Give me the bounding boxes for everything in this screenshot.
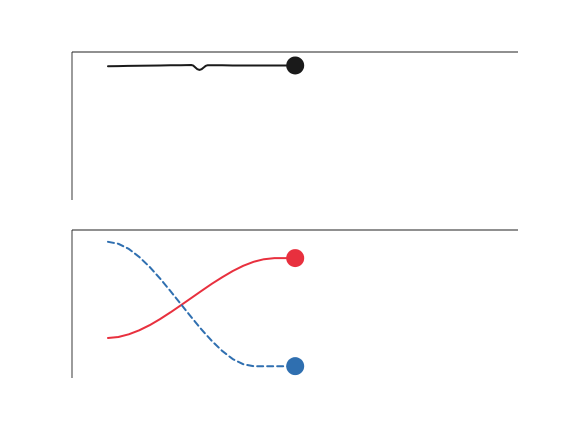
series-1-end-marker xyxy=(286,249,305,268)
subplot-2 xyxy=(71,229,518,378)
series-2-end-marker xyxy=(286,357,305,376)
subplot-1 xyxy=(71,51,518,200)
series-2-line xyxy=(107,240,297,368)
series-1-line xyxy=(107,257,297,339)
series-1-end-marker xyxy=(286,56,305,75)
series-1-line xyxy=(107,64,297,71)
